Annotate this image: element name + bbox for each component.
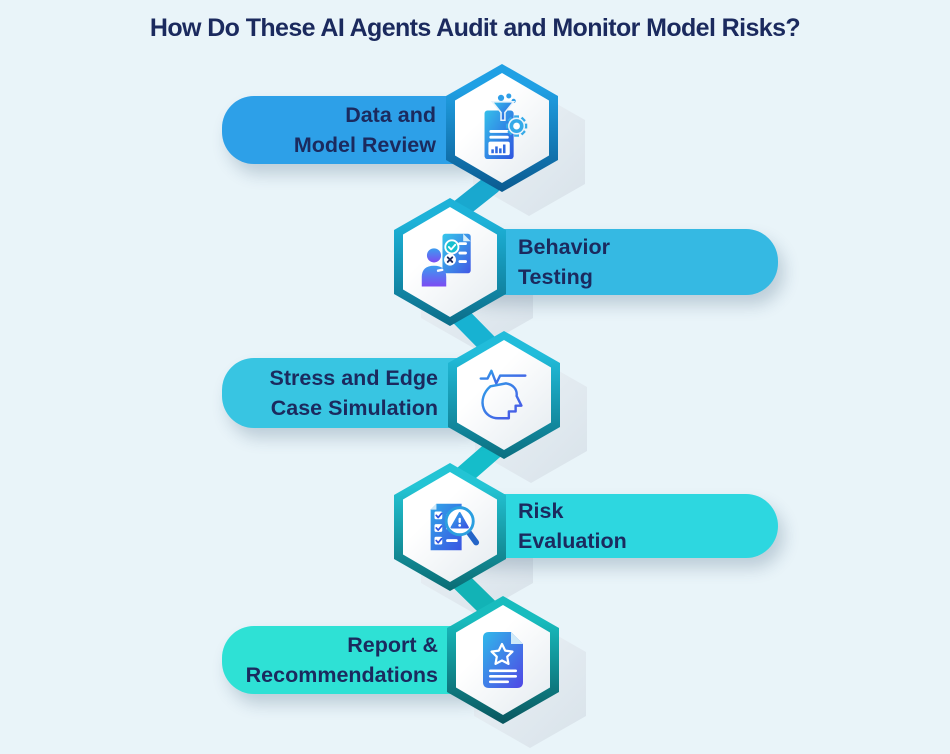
data-model-review-icon [484,93,528,160]
step-label: Behavior Testing [518,234,611,289]
step-label: Data and Model Review [293,102,436,157]
report-recommendations-icon [483,632,523,688]
risk-evaluation-icon [430,503,480,551]
hexagon-face [456,605,550,715]
step-pill-risk-evaluation: Risk Evaluation [452,494,778,558]
step-pill-behavior-testing: Behavior Testing [452,229,778,295]
step-pill-stress-and-edge-case-simulation: Stress and Edge Case Simulation [222,358,492,428]
step-label: Report & Recommendations [245,632,438,687]
step-pill-data-and-model-review: Data and Model Review [222,96,490,164]
page-title: How Do These AI Agents Audit and Monitor… [149,14,801,42]
step-label: Risk Evaluation [518,498,627,553]
step-label: Stress and Edge Case Simulation [269,365,438,420]
behavior-testing-icon [421,233,471,287]
hexagon-step3 [448,331,560,459]
hexagon-face [403,207,497,317]
hexagon-face [457,340,551,450]
hexagon-face [455,73,549,183]
hexagon-face [403,472,497,582]
stress-simulation-icon [479,369,527,420]
